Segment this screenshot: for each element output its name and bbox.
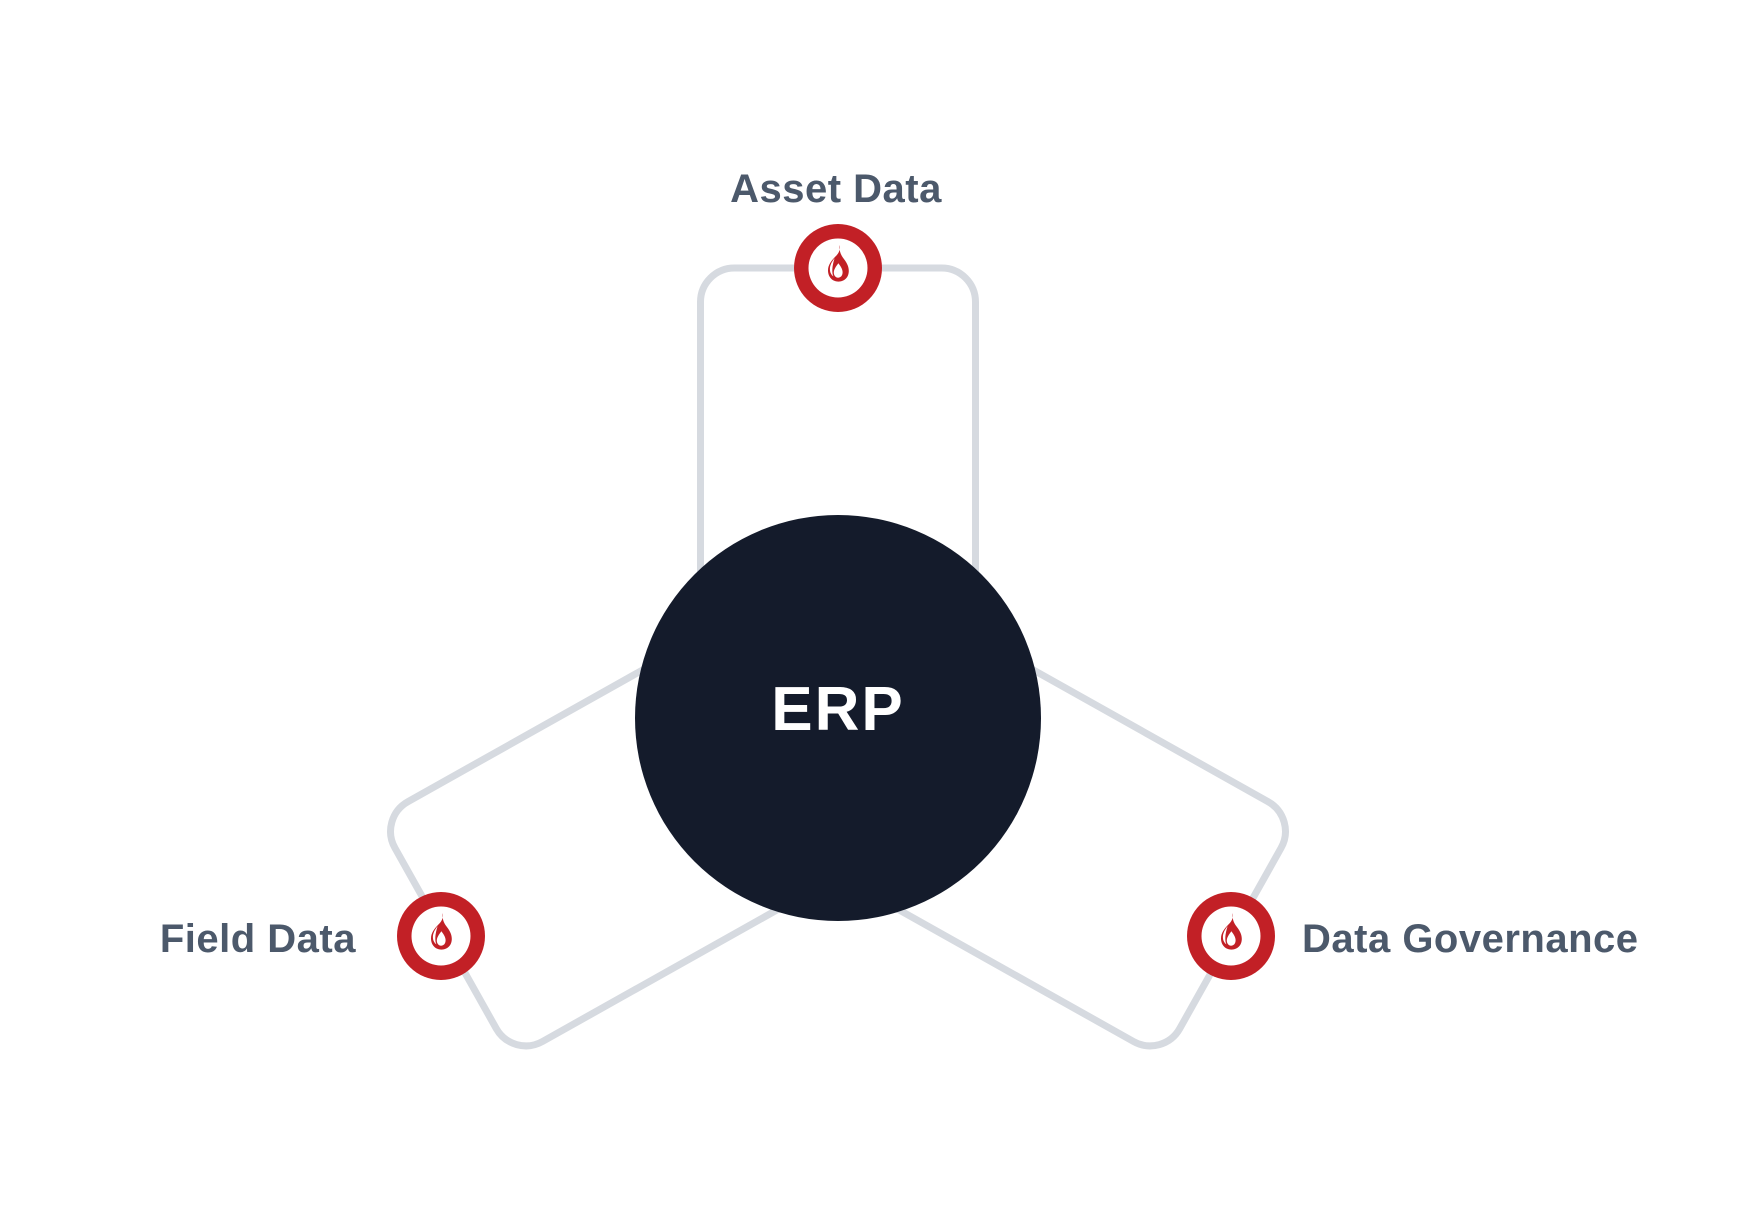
flame-icon bbox=[397, 892, 485, 980]
flame-icon bbox=[1187, 892, 1275, 980]
node-label-data-governance: Data Governance bbox=[1302, 917, 1639, 961]
flame-icon bbox=[794, 224, 882, 312]
erp-hub-circle bbox=[635, 515, 1041, 921]
node-label-asset-data: Asset Data bbox=[730, 167, 942, 211]
node-label-field-data: Field Data bbox=[160, 917, 356, 961]
erp-hub-label: ERP bbox=[771, 675, 904, 744]
